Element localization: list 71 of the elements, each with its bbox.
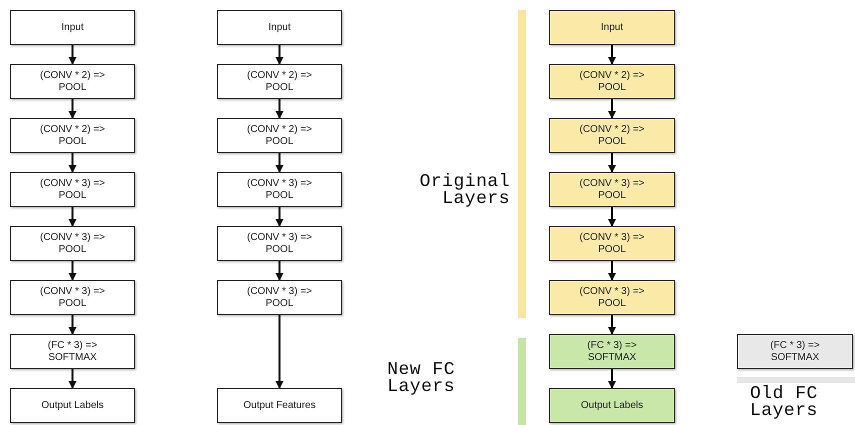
layer-box [217,64,342,99]
arrow [276,153,284,173]
layer-box [549,334,675,369]
layer-box [549,118,675,153]
arrow [68,99,76,119]
layer-box [217,118,342,153]
layer-box [549,64,675,99]
layer-box [10,118,135,153]
arrow [68,153,76,173]
arrow [608,207,616,227]
arrow [608,153,616,173]
layer-label: (CONV * 2) => POOL [578,70,646,94]
layer-label: (CONV * 3) => POOL [578,232,646,256]
layer-label: (FC * 3) => SOFTMAX [769,340,821,364]
layer-label: (CONV * 3) => POOL [578,286,646,310]
layer-label: (CONV * 3) => POOL [578,178,646,202]
layer-label: (FC * 3) => SOFTMAX [46,340,98,364]
arrow [276,207,284,227]
layer-label: (CONV * 3) => POOL [38,178,106,202]
layer-label: Input [61,22,84,34]
layer-label: (CONV * 2) => POOL [578,124,646,148]
arrow [608,315,616,335]
layer-box [549,10,675,45]
layer-box [10,172,135,207]
arrow [68,45,76,65]
group-label: New FC Layers [386,362,455,396]
layer-label: (CONV * 2) => POOL [38,124,106,148]
layer-box [10,226,135,261]
arrow [276,45,284,65]
layer-label: (CONV * 3) => POOL [38,232,106,256]
layer-label: Input [600,22,624,34]
layer-label: (CONV * 3) => POOL [246,178,314,202]
layer-box [10,10,135,45]
layer-box [217,226,342,261]
group-label: Old FC Layers [750,386,819,420]
layer-box [10,334,135,369]
layer-box [217,172,342,207]
layer-box [10,64,135,99]
arrow [276,261,284,281]
layer-label: Output Labels [41,400,104,412]
layer-box [10,280,135,315]
layer-box [549,172,675,207]
layer-label: (CONV * 2) => POOL [246,70,314,94]
layer-box [549,226,675,261]
layer-label: (CONV * 2) => POOL [246,124,314,148]
arrow [276,99,284,119]
arrow [608,45,616,65]
layer-label: (FC * 3) => SOFTMAX [586,340,638,364]
layer-box [10,388,135,423]
layer-label: Output Features [243,400,316,412]
layer-label: (CONV * 3) => POOL [246,232,314,256]
layer-box [549,280,675,315]
layer-box [217,280,342,315]
arrow [68,261,76,281]
layer-label: Output Labels [580,400,644,412]
layer-box [549,388,675,423]
arrow [276,315,284,389]
arrow [608,99,616,119]
arrow [68,207,76,227]
layer-label: (CONV * 2) => POOL [38,70,106,94]
group-label: Original Layers [418,174,510,208]
arrow [68,315,76,335]
arrow [608,369,616,389]
layer-box [217,388,342,423]
arrow [608,261,616,281]
layer-box [217,10,342,45]
layer-label: (CONV * 3) => POOL [246,286,314,310]
layer-label: Input [268,22,291,34]
layer-box [737,334,853,369]
layer-label: (CONV * 3) => POOL [38,286,106,310]
arrow [68,369,76,389]
